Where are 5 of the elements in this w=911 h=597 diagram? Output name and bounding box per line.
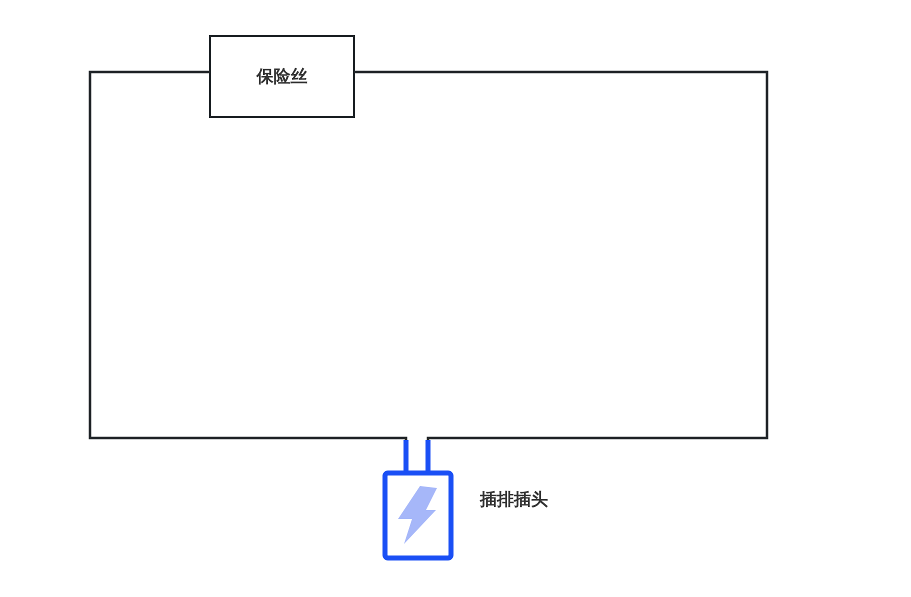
plug-label: 插排插头 [480,489,548,511]
wire [355,70,768,442]
plug-icon [380,440,456,562]
fuse-box: 保险丝 [209,35,355,118]
wire [88,70,408,442]
